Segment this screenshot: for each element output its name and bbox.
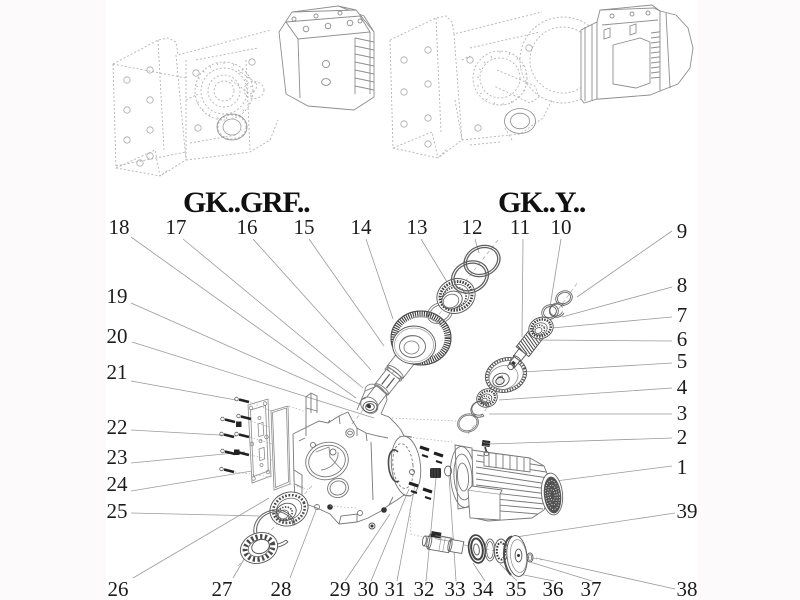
svg-text:3: 3 bbox=[677, 401, 688, 425]
svg-text:35: 35 bbox=[506, 577, 527, 600]
svg-text:GK..Y..: GK..Y.. bbox=[498, 186, 586, 219]
svg-text:22: 22 bbox=[107, 415, 128, 439]
svg-text:16: 16 bbox=[237, 215, 258, 239]
svg-text:7: 7 bbox=[677, 303, 688, 327]
svg-text:36: 36 bbox=[543, 577, 564, 600]
svg-text:18: 18 bbox=[109, 215, 130, 239]
svg-text:30: 30 bbox=[358, 577, 379, 600]
svg-text:4: 4 bbox=[677, 375, 688, 399]
svg-text:GK..GRF..: GK..GRF.. bbox=[183, 186, 310, 219]
svg-text:17: 17 bbox=[166, 215, 187, 239]
svg-text:27: 27 bbox=[212, 577, 233, 600]
svg-text:21: 21 bbox=[107, 360, 128, 384]
svg-text:12: 12 bbox=[462, 215, 483, 239]
svg-text:14: 14 bbox=[351, 215, 373, 239]
svg-text:1: 1 bbox=[677, 455, 688, 479]
svg-text:19: 19 bbox=[107, 284, 128, 308]
svg-text:6: 6 bbox=[677, 327, 688, 351]
svg-text:29: 29 bbox=[330, 577, 351, 600]
svg-text:15: 15 bbox=[294, 215, 315, 239]
svg-text:39: 39 bbox=[677, 499, 698, 523]
svg-text:9: 9 bbox=[677, 219, 688, 243]
svg-text:26: 26 bbox=[108, 577, 129, 600]
svg-text:31: 31 bbox=[385, 577, 406, 600]
svg-text:33: 33 bbox=[445, 577, 466, 600]
svg-text:11: 11 bbox=[510, 215, 530, 239]
svg-text:5: 5 bbox=[677, 349, 688, 373]
svg-text:28: 28 bbox=[271, 577, 292, 600]
svg-text:13: 13 bbox=[407, 215, 428, 239]
svg-text:32: 32 bbox=[414, 577, 435, 600]
svg-text:25: 25 bbox=[107, 499, 128, 523]
svg-text:34: 34 bbox=[473, 577, 495, 600]
svg-text:23: 23 bbox=[107, 445, 128, 469]
svg-text:8: 8 bbox=[677, 273, 688, 297]
svg-text:20: 20 bbox=[107, 324, 128, 348]
svg-text:24: 24 bbox=[107, 472, 129, 496]
svg-text:38: 38 bbox=[677, 577, 698, 600]
svg-text:10: 10 bbox=[551, 215, 572, 239]
svg-text:37: 37 bbox=[581, 577, 602, 600]
svg-text:2: 2 bbox=[677, 425, 688, 449]
